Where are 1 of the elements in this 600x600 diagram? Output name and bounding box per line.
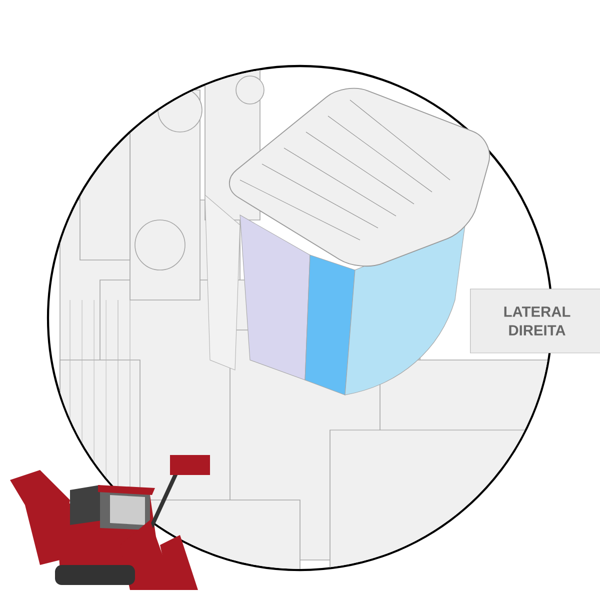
label-box: LATERAL DIREITA	[470, 288, 600, 354]
